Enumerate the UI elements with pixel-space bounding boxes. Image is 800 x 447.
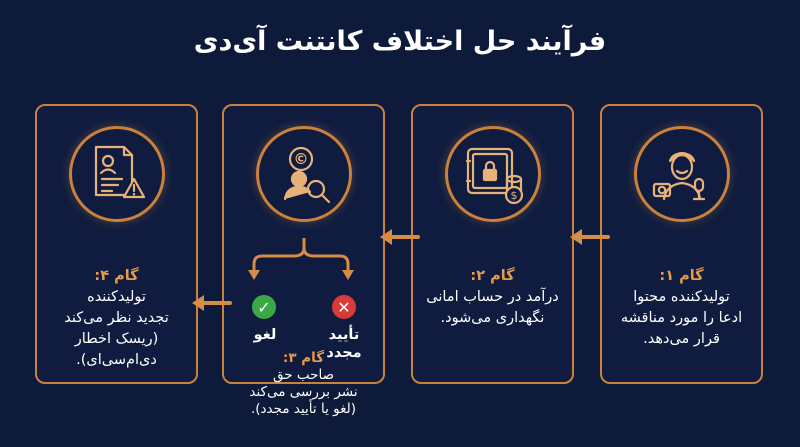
- step-label-4: گام ۴:: [94, 268, 139, 284]
- cross-icon: ✕: [332, 295, 356, 319]
- appeal-document-warning-icon: [69, 126, 165, 222]
- step-card-4: گام ۴: تولیدکننده تجدید نظر می‌کند (ریسک…: [35, 104, 198, 384]
- copyright-review-icon: ©: [256, 126, 352, 222]
- svg-text:©: ©: [294, 150, 309, 168]
- svg-text:$: $: [511, 189, 518, 202]
- branch-arrows: [248, 238, 354, 280]
- step-body-1: تولیدکننده محتوا ادعا را مورد مناقشه قرا…: [620, 289, 743, 347]
- step-label-3: گام ۳:: [282, 350, 325, 366]
- step-text-3: گام ۳: صاحب حق نشر بررسی می‌کند (لغو یا …: [230, 350, 377, 418]
- step-card-2: $ گام ۲: درآمد در حساب امانی نگهداری می‌…: [411, 104, 574, 384]
- check-icon: ✓: [252, 295, 276, 319]
- content-creator-icon: [634, 126, 730, 222]
- step-body-3: صاحب حق نشر بررسی می‌کند (لغو یا تأیید م…: [249, 367, 358, 417]
- outcome-release-label: لغو: [253, 327, 277, 343]
- outcome-reinstate-label: تأیید مجدد: [326, 327, 362, 361]
- arrow-step1-to-step2: [570, 229, 610, 245]
- arrow-step2-to-step3: [380, 229, 420, 245]
- arrow-step3-to-step4: [192, 295, 232, 311]
- escrow-safe-icon: $: [445, 126, 541, 222]
- step-body-4: تولیدکننده تجدید نظر می‌کند (ریسک اخطار …: [64, 289, 169, 368]
- diagram-title: فرآیند حل اختلاف کانتنت آی‌دی: [193, 26, 607, 57]
- step-label-1: گام ۱:: [659, 268, 704, 284]
- step-text-1: گام ۱: تولیدکننده محتوا ادعا را مورد منا…: [608, 266, 755, 350]
- step-text-2: گام ۲: درآمد در حساب امانی نگهداری می‌شو…: [419, 266, 566, 329]
- step-card-1: گام ۱: تولیدکننده محتوا ادعا را مورد منا…: [600, 104, 763, 384]
- step-label-2: گام ۲:: [470, 268, 515, 284]
- step-text-4: گام ۴: تولیدکننده تجدید نظر می‌کند (ریسک…: [43, 266, 190, 371]
- step-body-2: درآمد در حساب امانی نگهداری می‌شود.: [426, 289, 559, 326]
